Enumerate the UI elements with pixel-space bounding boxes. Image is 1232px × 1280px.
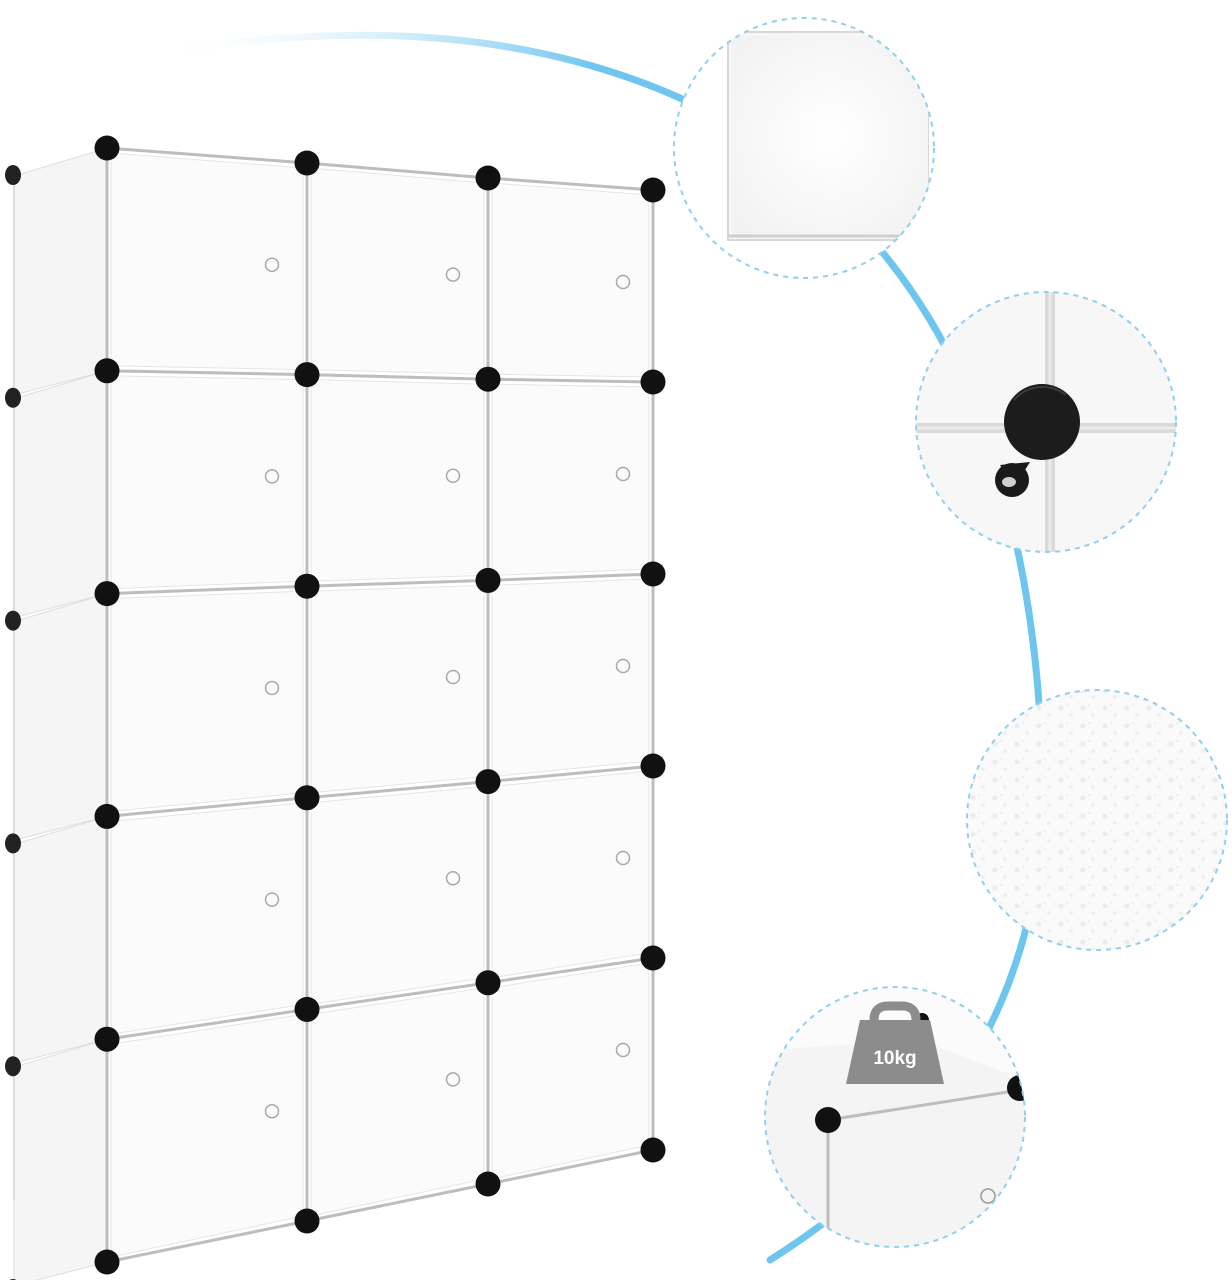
- door-handle-hole: [615, 274, 631, 290]
- door-handle-hole: [445, 267, 461, 282]
- connector: [294, 150, 320, 176]
- connector: [475, 165, 501, 191]
- door-handle-hole: [445, 669, 461, 685]
- door-panel: [491, 182, 650, 378]
- connector: [5, 833, 21, 854]
- door-panel: [310, 584, 485, 794]
- connector: [294, 785, 320, 811]
- connector: [640, 753, 666, 779]
- frame-wire: [106, 146, 654, 192]
- door-panel: [110, 1013, 304, 1258]
- connector: [475, 567, 501, 593]
- side-panel: [13, 147, 108, 396]
- side-panel: [13, 592, 108, 842]
- connector: [94, 1249, 120, 1275]
- door-handle-hole: [264, 1103, 280, 1119]
- connector: [94, 135, 120, 161]
- connector: [475, 970, 501, 996]
- connector: [294, 996, 320, 1022]
- connector: [640, 177, 666, 203]
- cube-storage-organizer: [5, 135, 666, 1280]
- frame-wire: [106, 764, 654, 818]
- door-handle-hole: [615, 658, 631, 674]
- connector: [475, 366, 501, 392]
- frame-wire: [106, 956, 654, 1041]
- callout-texture: [966, 689, 1228, 951]
- side-panel: [13, 815, 108, 1064]
- door-handle-hole: [264, 469, 280, 484]
- door-handle-hole: [264, 257, 280, 273]
- frame-wire: [106, 1148, 654, 1264]
- door-panel: [310, 987, 485, 1217]
- side-panel: [13, 1038, 108, 1280]
- side-panel: [13, 370, 108, 619]
- connector: [475, 769, 501, 795]
- callout-connector: [915, 291, 1177, 553]
- connector: [94, 358, 120, 384]
- door-handle-hole: [445, 870, 461, 886]
- frame-wire: [106, 572, 654, 596]
- connector: [5, 165, 21, 185]
- connector: [94, 803, 120, 829]
- door-handle-hole: [264, 680, 280, 696]
- door-handle-hole: [615, 466, 631, 482]
- door-handle-hole: [445, 468, 461, 484]
- frame-wire: [106, 369, 654, 384]
- connector: [5, 610, 21, 631]
- door-panel: [110, 152, 304, 371]
- door-panel: [310, 786, 485, 1005]
- connector: [94, 581, 120, 607]
- connector: [640, 561, 666, 587]
- connector: [294, 1208, 320, 1234]
- callout-load-capacity: 10kg: [764, 986, 1026, 1248]
- connector: [640, 945, 666, 971]
- callout-panel-corner: [673, 17, 935, 279]
- door-handle-hole: [615, 850, 631, 866]
- connector: [5, 387, 21, 408]
- weight-label: 10kg: [873, 1048, 916, 1069]
- door-handle-hole: [615, 1042, 631, 1058]
- door-panel: [491, 770, 650, 979]
- connector: [640, 369, 666, 395]
- connector: [94, 1026, 120, 1052]
- connector: [640, 1137, 666, 1163]
- door-panel: [110, 802, 304, 1035]
- connector: [294, 362, 320, 388]
- door-handle-hole: [445, 1072, 461, 1087]
- door-handle-hole: [264, 892, 280, 907]
- connector: [294, 573, 320, 599]
- connector-icon: [1004, 384, 1080, 460]
- weight-icon: 10kg: [846, 1001, 944, 1084]
- door-panel: [491, 962, 650, 1180]
- door-panel: [491, 578, 650, 778]
- connector: [5, 1056, 21, 1077]
- door-panel: [110, 590, 304, 812]
- connector: [475, 1171, 501, 1197]
